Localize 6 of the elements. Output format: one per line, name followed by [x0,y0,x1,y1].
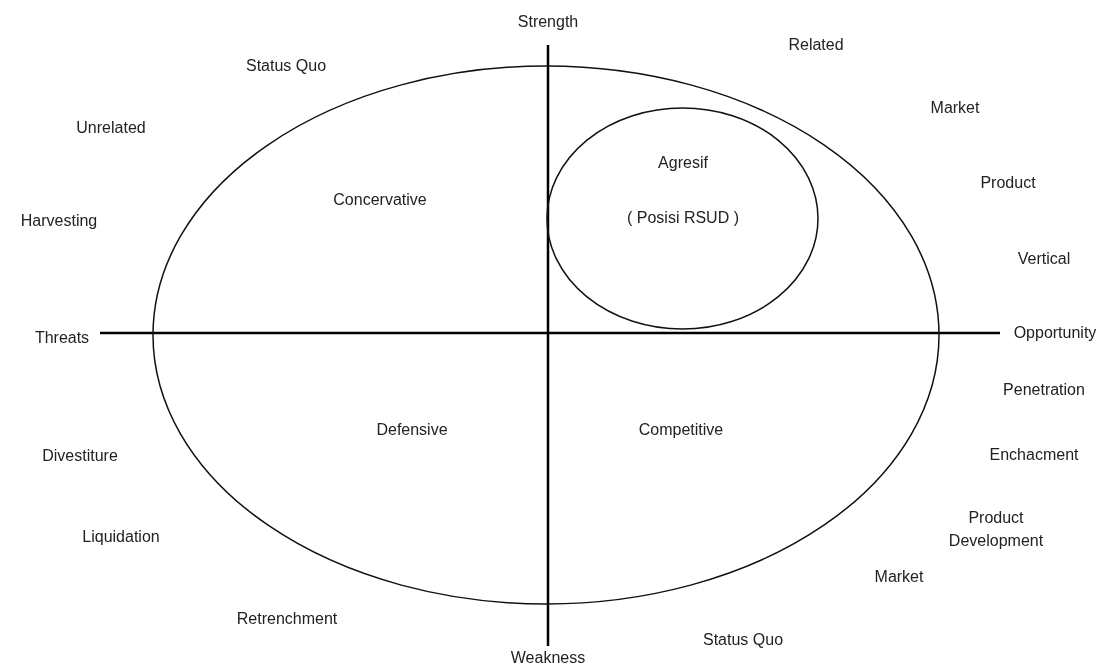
quadrant-label: Competitive [638,420,724,440]
position-label: ( Posisi RSUD ) [627,208,739,228]
quadrant-label: Defensive [376,420,448,440]
axis-label: Weakness [508,646,588,670]
position-label: Agresif [658,153,708,173]
quadrant-label: Concervative [333,190,427,210]
